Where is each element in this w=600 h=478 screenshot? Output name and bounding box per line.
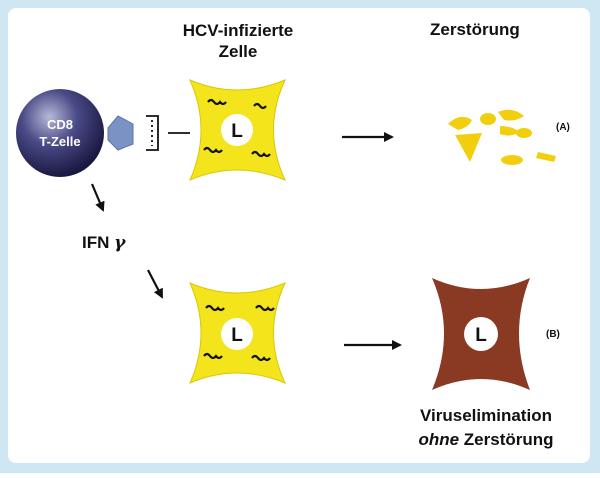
- t-cell-body: [16, 89, 104, 177]
- cell-fragments: [448, 109, 556, 165]
- nucleus: [464, 317, 498, 351]
- hcv-cell-title-line1: HCV-infizierte: [182, 21, 294, 40]
- marker-b: (B): [546, 329, 560, 340]
- marker-a: (A): [556, 122, 570, 133]
- virus-rna-icon: [203, 98, 271, 158]
- arrow-to-ifn: [90, 183, 105, 212]
- t-cell-receptor: [107, 115, 134, 151]
- t-cell-label: T-Zelle: [39, 134, 80, 149]
- nucleus-label: L: [231, 121, 243, 142]
- elimination-caption-line1: Viruselimination: [420, 406, 552, 425]
- nucleus-label: L: [231, 325, 243, 346]
- virus-rna-icon: [203, 304, 275, 362]
- arrow-to-bottom-cell: [147, 269, 163, 299]
- cd8-t-cell: CD8 T-Zelle: [16, 89, 134, 177]
- gamma-symbol: γ: [114, 233, 126, 253]
- elimination-caption-rest: Zerstörung: [459, 430, 554, 449]
- elimination-caption: Viruselimination ohne Zerstörung: [396, 404, 576, 452]
- infected-cell-top: L: [189, 79, 286, 181]
- ifn-gamma-label: IFN γ: [82, 233, 125, 253]
- destruction-title: Zerstörung: [430, 20, 520, 39]
- cd8-label: CD8: [47, 117, 73, 132]
- virus-free-cell: L: [432, 278, 530, 390]
- hcv-cell-title-line2: Zelle: [218, 42, 258, 61]
- elimination-caption-line2: ohne Zerstörung: [396, 428, 576, 452]
- hcv-cell-title: HCV-infizierte Zelle: [152, 20, 324, 62]
- nucleus-label: L: [475, 325, 487, 346]
- ohne-emphasis: ohne: [418, 430, 460, 449]
- nucleus: [221, 114, 253, 146]
- infected-cell-bottom: L: [189, 282, 286, 384]
- antigen-bracket: [146, 115, 190, 151]
- nucleus: [221, 318, 253, 350]
- ifn-text: IFN: [82, 233, 110, 252]
